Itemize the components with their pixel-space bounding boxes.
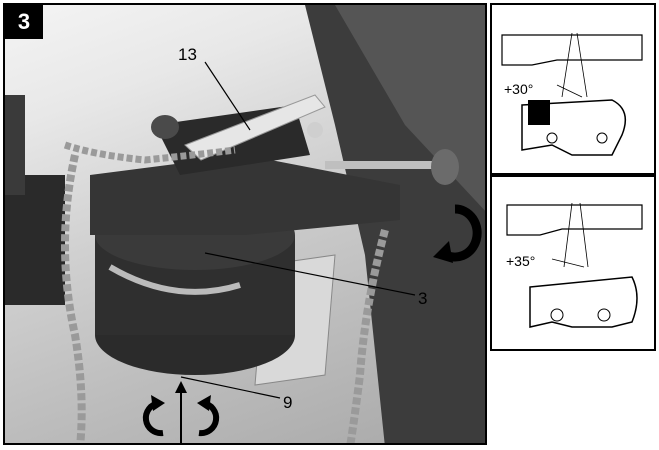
up-arrow-icon <box>175 381 187 443</box>
adjusting-screw <box>325 161 435 169</box>
detail-panel-35: +35° <box>490 175 656 351</box>
callout-label-3: 3 <box>418 289 428 308</box>
angle-label-30: +30° <box>504 81 534 97</box>
leader-line-3 <box>204 252 416 296</box>
adjusting-knob <box>431 149 459 185</box>
pivot-screw <box>307 122 323 138</box>
cutter-diagram-30 <box>501 32 643 156</box>
leader-line-13 <box>204 61 251 131</box>
saw-chain-left <box>61 154 86 443</box>
rotate-arrow-icon <box>433 204 482 263</box>
rotate-left-arrow-icon <box>142 395 165 437</box>
locking-knob <box>151 115 179 139</box>
detail-panel-30: +30° <box>490 3 656 175</box>
leader-line-9 <box>180 376 281 399</box>
left-clamp <box>5 95 25 195</box>
figure-number-badge: 3 <box>5 5 43 39</box>
cutter-diagram-35 <box>506 202 643 328</box>
rotate-right-arrow-icon <box>197 395 220 437</box>
guide-plate <box>184 94 326 161</box>
saw-chain-top <box>63 141 236 164</box>
sharpener-illustration <box>5 5 485 443</box>
callout-label-9: 9 <box>283 393 293 412</box>
photo-panel: 3 13 3 9 <box>3 3 487 445</box>
saw-chain-right <box>346 228 389 443</box>
sharpener-head <box>90 155 400 235</box>
left-mount <box>5 175 65 305</box>
callout-label-13: 13 <box>178 45 197 64</box>
angle-label-35: +35° <box>506 253 536 269</box>
angle-scale <box>108 264 241 295</box>
